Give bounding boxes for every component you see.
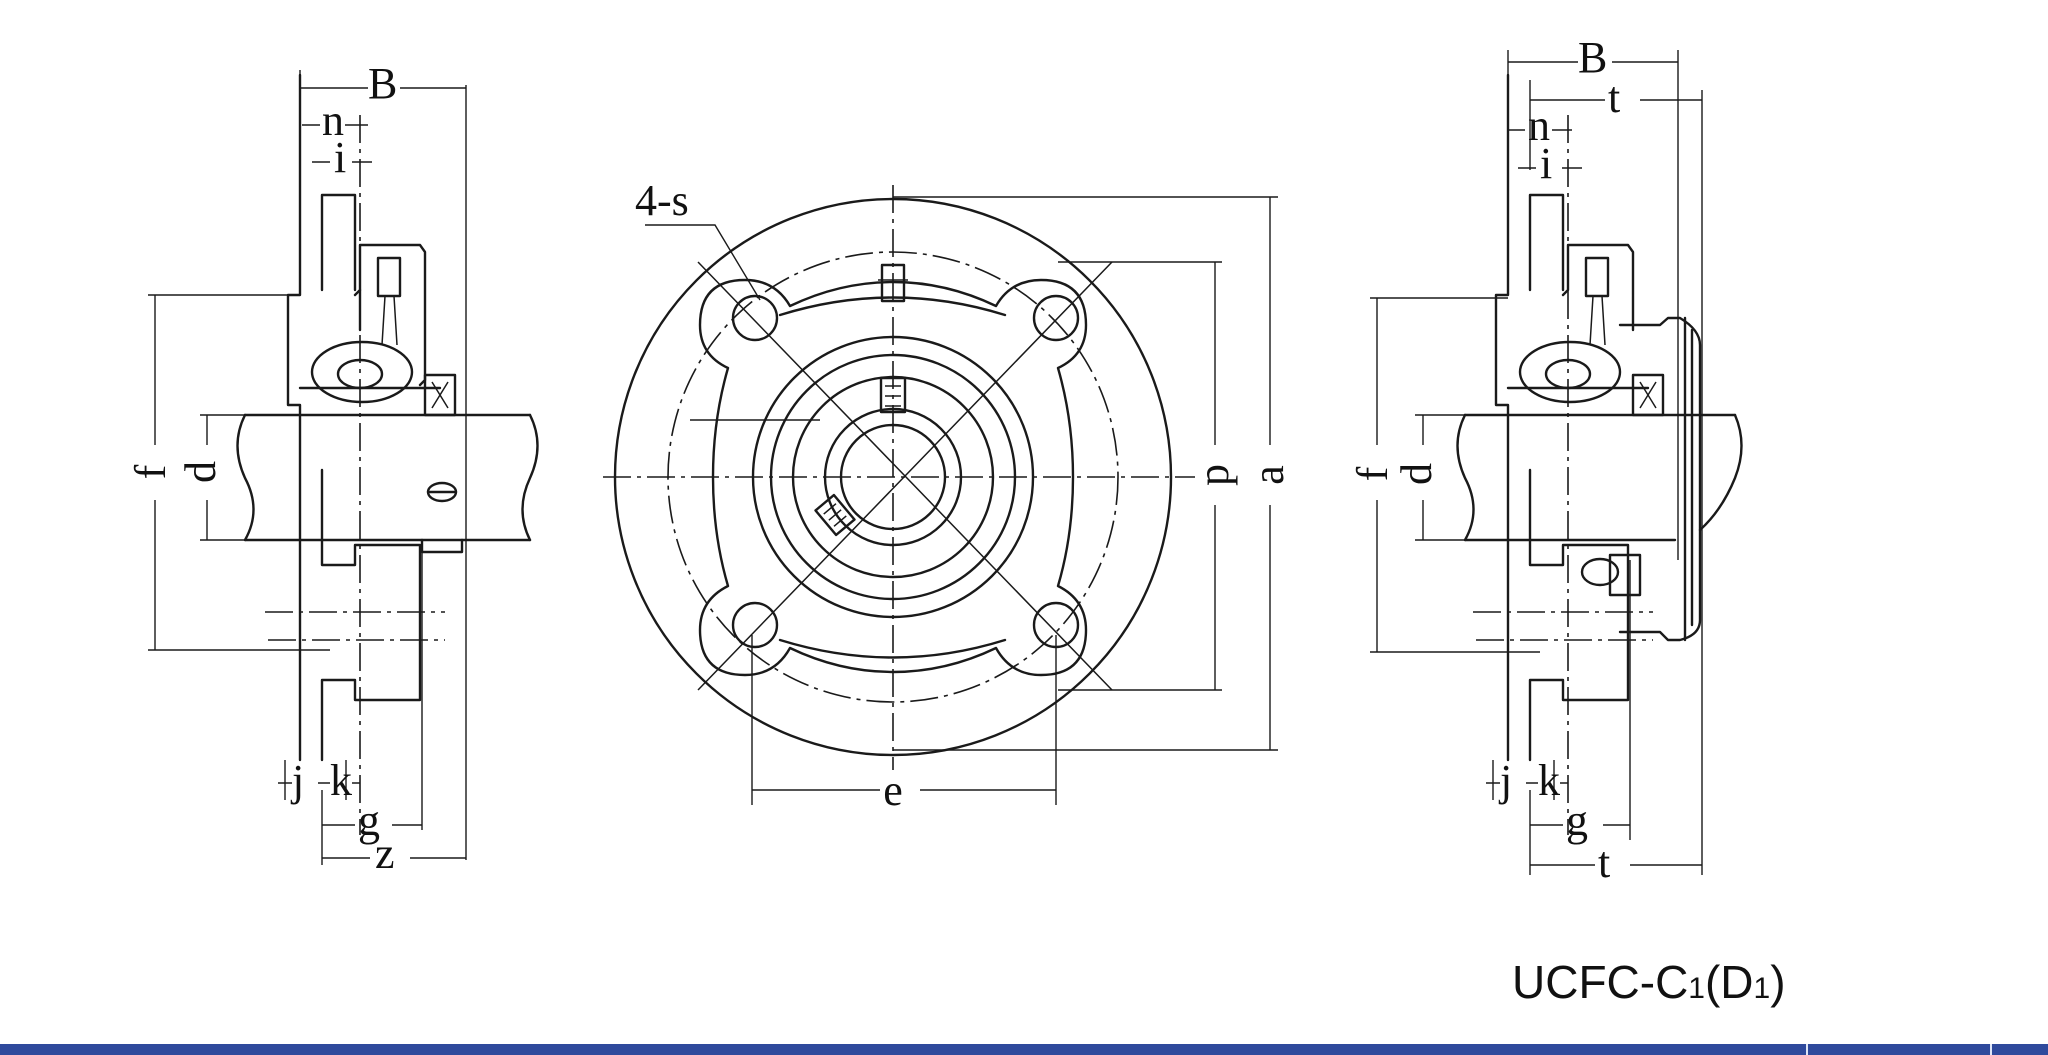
- label-i-left: i: [334, 133, 346, 182]
- bar-divider: [1990, 1044, 1992, 1055]
- model-close: ): [1770, 956, 1786, 1008]
- center-front-view: 4-s p a e: [603, 176, 1293, 815]
- left-side-view: B n i f d j k g z: [126, 59, 539, 878]
- label-g-left: g: [358, 796, 380, 845]
- label-4-s: 4-s: [635, 176, 689, 225]
- label-k-left: k: [330, 756, 352, 805]
- label-B-left: B: [368, 59, 397, 108]
- model-base: UCFC-C: [1512, 956, 1689, 1008]
- label-B-right: B: [1578, 33, 1607, 82]
- label-d-right: d: [1392, 463, 1441, 485]
- model-designation: UCFC-C1(D1): [1512, 955, 1786, 1009]
- label-d-left: d: [176, 461, 225, 483]
- label-j-left: j: [290, 756, 304, 805]
- model-sub1: 1: [1688, 972, 1705, 1005]
- label-f-left: f: [126, 464, 175, 479]
- label-g-right: g: [1566, 796, 1588, 845]
- label-t-bottom-right: t: [1598, 838, 1610, 887]
- right-side-view: B t n i f d j k g t: [1348, 33, 1743, 887]
- label-z-left: z: [375, 829, 395, 878]
- label-a: a: [1244, 465, 1293, 485]
- label-j-right: j: [1498, 756, 1512, 805]
- label-n-right: n: [1528, 101, 1550, 150]
- label-i-right: i: [1540, 139, 1552, 188]
- label-f-right: f: [1348, 466, 1397, 481]
- grease-nipple-shape: [376, 256, 402, 298]
- bottom-bar: [0, 1044, 2048, 1055]
- bar-divider: [1806, 1044, 1808, 1055]
- label-p: p: [1189, 464, 1238, 486]
- label-t-top-right: t: [1608, 73, 1620, 122]
- label-n-left: n: [322, 96, 344, 145]
- model-sub2: 1: [1753, 972, 1771, 1005]
- model-mid: (D: [1704, 956, 1754, 1008]
- label-e: e: [883, 766, 903, 815]
- label-k-right: k: [1538, 756, 1560, 805]
